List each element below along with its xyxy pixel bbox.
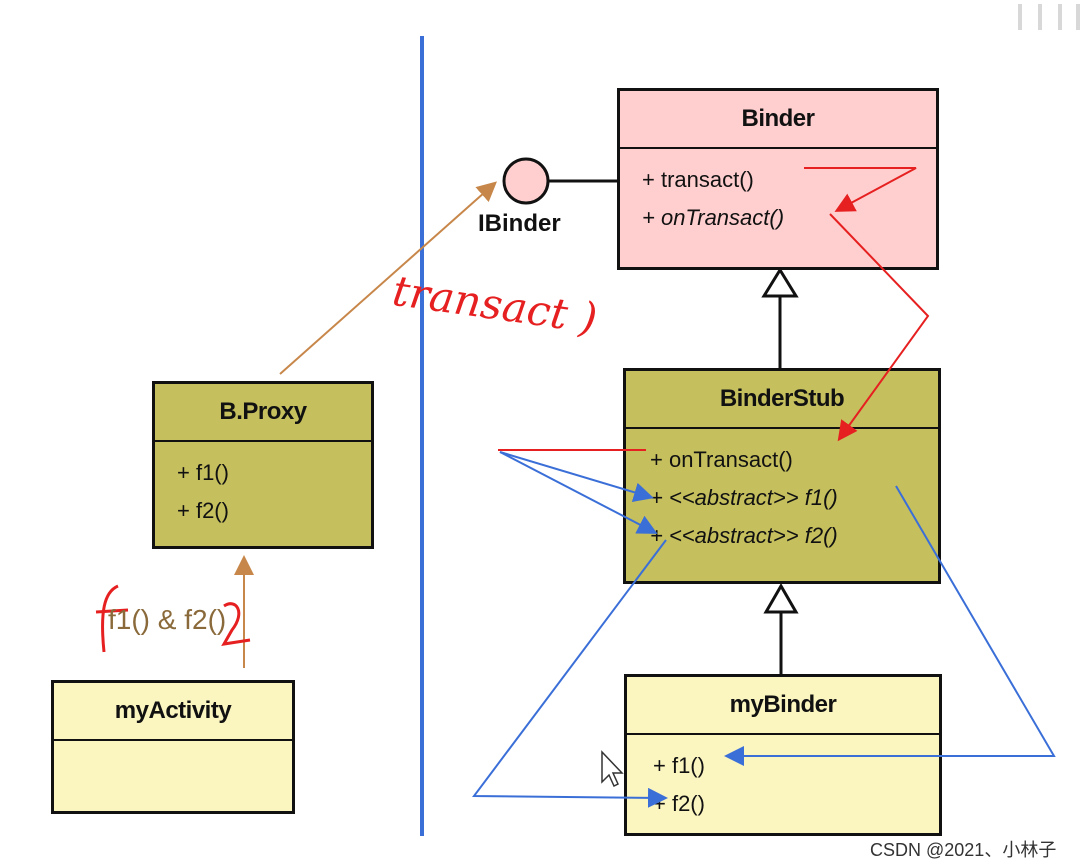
mybinder-op-f1: + f1() bbox=[653, 753, 705, 778]
binderstub-op-ontransact: + onTransact() bbox=[650, 447, 793, 472]
watermark: CSDN @2021、小林子 bbox=[870, 840, 1057, 860]
mybinder-class-name: myBinder bbox=[627, 677, 939, 735]
binderstub-op-f2: + <<abstract>> f2() bbox=[650, 523, 838, 548]
mouse-cursor-icon bbox=[601, 750, 624, 788]
blue-dispatch-f1 bbox=[499, 451, 654, 502]
blue-abstract-f2-to-mybinder-f2 bbox=[472, 539, 668, 808]
bproxy-op-f1: + f1() bbox=[177, 460, 229, 485]
blue-dispatch-f2 bbox=[499, 451, 658, 534]
binder-op-ontransact: + onTransact() bbox=[642, 205, 785, 230]
handwritten-2-stroke bbox=[221, 602, 251, 646]
bproxy-class: B.Proxy + f1() + f2() bbox=[152, 381, 374, 549]
binder-class-name: Binder bbox=[620, 91, 936, 149]
bproxy-op-f2: + f2() bbox=[177, 498, 229, 523]
blue-abstract-f1-to-mybinder-f1 bbox=[724, 485, 1056, 766]
handwritten-f-stroke bbox=[95, 584, 129, 653]
bproxy-class-name: B.Proxy bbox=[155, 384, 371, 442]
call-label: f1() & f2() bbox=[108, 604, 227, 635]
mybinder-stub-inheritance-arrow bbox=[763, 582, 799, 614]
red-binder-to-stub-ontransact bbox=[829, 213, 930, 442]
myactivity-class-name: myActivity bbox=[54, 683, 292, 741]
stub-binder-inheritance-arrow bbox=[761, 267, 799, 298]
proxy-to-ibinder-arrow bbox=[279, 181, 497, 375]
binderstub-class: BinderStub + onTransact() + <<abstract>>… bbox=[623, 368, 941, 584]
red-transact-to-ontransact bbox=[804, 167, 917, 212]
binderstub-class-name: BinderStub bbox=[626, 371, 938, 429]
corner-mark-icon bbox=[1018, 4, 1080, 30]
myactivity-class: myActivity bbox=[51, 680, 295, 814]
binder-op-transact: + transact() bbox=[642, 167, 754, 192]
ibinder-interface-label: IBinder bbox=[478, 210, 561, 237]
ibinder-interface-circle bbox=[502, 157, 550, 205]
binderstub-op-f1: + <<abstract>> f1() bbox=[650, 485, 838, 510]
binder-class: Binder + transact() + onTransact() bbox=[617, 88, 939, 270]
